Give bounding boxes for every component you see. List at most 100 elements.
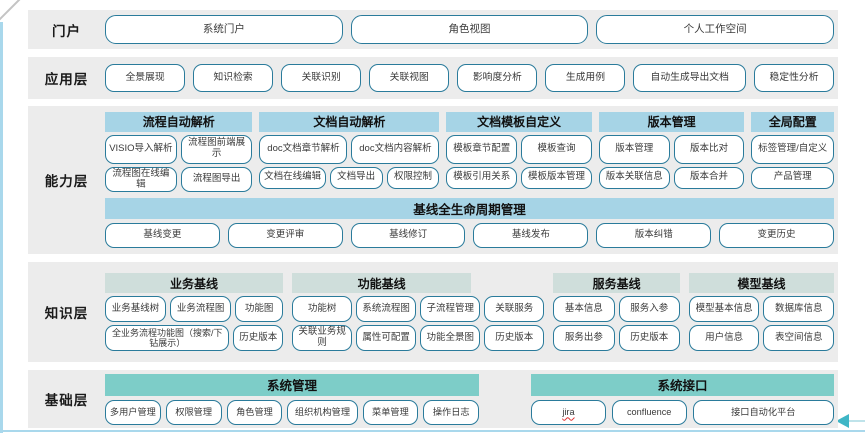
cap-node-flowchart-frontend: 流程图前端展示 <box>180 134 253 164</box>
cap-node-template-reference: 模板引用关系 <box>446 166 518 189</box>
layer-application-label: 应用层 <box>44 72 89 87</box>
know-node-tablespace-info: 表空间信息 <box>763 325 835 351</box>
cap-node-template-query: 模板查询 <box>521 134 592 164</box>
cap-group-header: 文档自动解析 <box>259 111 440 132</box>
app-node-panorama: 全景展现 <box>105 64 186 92</box>
found-node-menu-mgmt: 菜单管理 <box>362 399 419 425</box>
found-group-system-mgmt: 系统管理 多用户管理 权限管理 角色管理 组织机构管理 菜单管理 操作日志 <box>105 373 480 425</box>
cap-node-flowchart-export: 流程图导出 <box>180 166 253 193</box>
cap-node-template-chapter-config: 模板章节配置 <box>446 134 518 164</box>
baseline-node-revision: 基线修订 <box>350 223 466 249</box>
cap-node-tag-mgmt: 标签管理/自定义 <box>751 134 835 164</box>
app-node-relation-view: 关联视图 <box>369 64 450 92</box>
portal-node-system-portal: 系统门户 <box>105 15 343 44</box>
cap-group-template-custom: 文档模板自定义 模板章节配置 模板查询 模板引用关系 模板版本管理 <box>446 111 592 193</box>
cap-node-version-compare: 版本比对 <box>673 134 745 164</box>
layer-application: 应用层 全景展现 知识检索 关联识别 关联视图 影响度分析 生成用例 自动生成导… <box>28 57 838 99</box>
layer-foundation: 基础层 系统管理 多用户管理 权限管理 角色管理 组织机构管理 菜单管理 操作日… <box>28 370 838 428</box>
cap-node-doc-export: 文档导出 <box>329 166 383 189</box>
app-node-impact-analysis: 影响度分析 <box>457 64 538 92</box>
know-group-model-baseline: 模型基线 模型基本信息 数据库信息 用户信息 表空间信息 <box>688 273 835 351</box>
know-node-related-business-rule: 关联业务规则 <box>292 325 353 351</box>
layer-knowledge: 知识层 业务基线 业务基线树 业务流程图 功能图 全业务流程功能图（搜索/下钻展… <box>28 262 838 362</box>
found-group-header: 系统管理 <box>105 373 480 396</box>
know-node-related-service: 关联服务 <box>484 296 545 322</box>
app-node-generate-usecase: 生成用例 <box>545 64 626 92</box>
know-node-business-tree: 业务基线树 <box>105 296 167 322</box>
know-node-database-info: 数据库信息 <box>763 296 835 322</box>
app-node-knowledge-search: 知识检索 <box>193 64 274 92</box>
cap-node-doc-online-edit: 文档在线编辑 <box>259 166 326 189</box>
found-node-permission-mgmt: 权限管理 <box>165 399 222 425</box>
corner-diagonal-line <box>0 0 23 22</box>
know-group-function-baseline: 功能基线 功能树 系统流程图 子流程管理 关联服务 关联业务规则 属性可配置 功… <box>292 273 545 351</box>
cap-node-doc-chapter-parse: doc文档章节解析 <box>259 134 348 164</box>
layer-foundation-label: 基础层 <box>44 393 89 408</box>
cap-node-visio-import: VISIO导入解析 <box>105 134 177 164</box>
layer-capability-label: 能力层 <box>44 174 89 189</box>
found-group-header: 系统接口 <box>531 373 834 396</box>
cap-node-version-mgmt: 版本管理 <box>598 134 670 164</box>
left-arrow-icon <box>836 414 849 428</box>
know-group-service-baseline: 服务基线 基本信息 服务入参 服务出参 历史版本 <box>553 273 680 351</box>
portal-node-personal-workspace: 个人工作空间 <box>596 15 835 44</box>
know-node-model-basic-info: 模型基本信息 <box>688 296 760 322</box>
know-node-service-input: 服务入参 <box>618 296 680 322</box>
found-node-multiuser-mgmt: 多用户管理 <box>105 399 161 425</box>
app-node-auto-export-doc: 自动生成导出文档 <box>633 64 746 92</box>
know-node-user-info: 用户信息 <box>688 325 760 351</box>
cap-group-header: 文档模板自定义 <box>446 111 592 132</box>
baseline-node-release: 基线发布 <box>473 223 589 249</box>
layer-capability: 能力层 流程自动解析 VISIO导入解析 流程图前端展示 流程图在线编辑 流程图… <box>28 106 838 254</box>
found-node-confluence: confluence <box>611 399 687 425</box>
know-node-history-version: 历史版本 <box>484 325 545 351</box>
know-node-business-flowchart: 业务流程图 <box>170 296 232 322</box>
found-node-org-mgmt: 组织机构管理 <box>287 399 358 425</box>
baseline-node-change: 基线变更 <box>105 223 220 249</box>
slide-edge-bottom-line <box>0 430 865 432</box>
cap-node-product-mgmt: 产品管理 <box>751 166 835 189</box>
portal-node-role-view: 角色视图 <box>350 15 589 44</box>
baseline-node-version-correction: 版本纠错 <box>596 223 712 249</box>
know-node-function-diagram: 功能图 <box>235 296 284 322</box>
slide-edge-left-line <box>0 22 3 433</box>
cap-group-header: 流程自动解析 <box>105 111 253 132</box>
know-group-header: 业务基线 <box>105 273 284 293</box>
arrow-tail-line <box>846 420 865 422</box>
know-node-basic-info: 基本信息 <box>553 296 615 322</box>
know-group-header: 模型基线 <box>688 273 835 293</box>
know-node-history-version: 历史版本 <box>618 325 680 351</box>
cap-node-version-merge: 版本合并 <box>673 166 745 189</box>
layer-knowledge-label: 知识层 <box>44 306 89 321</box>
found-group-system-interface: 系统接口 jira confluence 接口自动化平台 <box>531 373 835 425</box>
cap-node-version-relation: 版本关联信息 <box>598 166 670 189</box>
found-node-interface-automation: 接口自动化平台 <box>692 399 835 425</box>
found-node-role-mgmt: 角色管理 <box>226 399 283 425</box>
know-group-header: 功能基线 <box>292 273 472 293</box>
layer-portal: 门户 系统门户 角色视图 个人工作空间 <box>28 10 838 49</box>
know-node-subprocess-mgmt: 子流程管理 <box>420 296 481 322</box>
layer-portal-label: 门户 <box>52 23 81 39</box>
cap-group-process-parse: 流程自动解析 VISIO导入解析 流程图前端展示 流程图在线编辑 流程图导出 <box>105 111 253 193</box>
know-node-function-tree: 功能树 <box>292 296 353 322</box>
cap-node-permission-control: 权限控制 <box>386 166 440 189</box>
know-node-attr-configurable: 属性可配置 <box>356 325 417 351</box>
app-node-stability-analysis: 稳定性分析 <box>753 64 835 92</box>
cap-group-doc-parse: 文档自动解析 doc文档章节解析 doc文档内容解析 文档在线编辑 文档导出 权… <box>259 111 440 193</box>
cap-group-header: 全局配置 <box>751 111 835 132</box>
know-node-function-panorama: 功能全景图 <box>420 325 481 351</box>
cap-group-version-mgmt: 版本管理 版本管理 版本比对 版本关联信息 版本合并 <box>598 111 745 193</box>
baseline-node-change-history: 变更历史 <box>719 223 834 249</box>
cap-node-doc-content-parse: doc文档内容解析 <box>351 134 440 164</box>
know-group-business-baseline: 业务基线 业务基线树 业务流程图 功能图 全业务流程功能图（搜索/下钻展示） 历… <box>105 273 284 351</box>
know-group-header: 服务基线 <box>553 273 680 293</box>
baseline-node-change-review: 变更评审 <box>227 223 343 249</box>
cap-node-template-version: 模板版本管理 <box>521 166 592 189</box>
found-node-jira: jira <box>531 399 606 425</box>
cap-group-header: 版本管理 <box>598 111 745 132</box>
app-node-relation-identify: 关联识别 <box>281 64 362 92</box>
know-node-service-output: 服务出参 <box>553 325 615 351</box>
baseline-header: 基线全生命周期管理 <box>105 198 834 220</box>
know-node-system-flowchart: 系统流程图 <box>356 296 417 322</box>
